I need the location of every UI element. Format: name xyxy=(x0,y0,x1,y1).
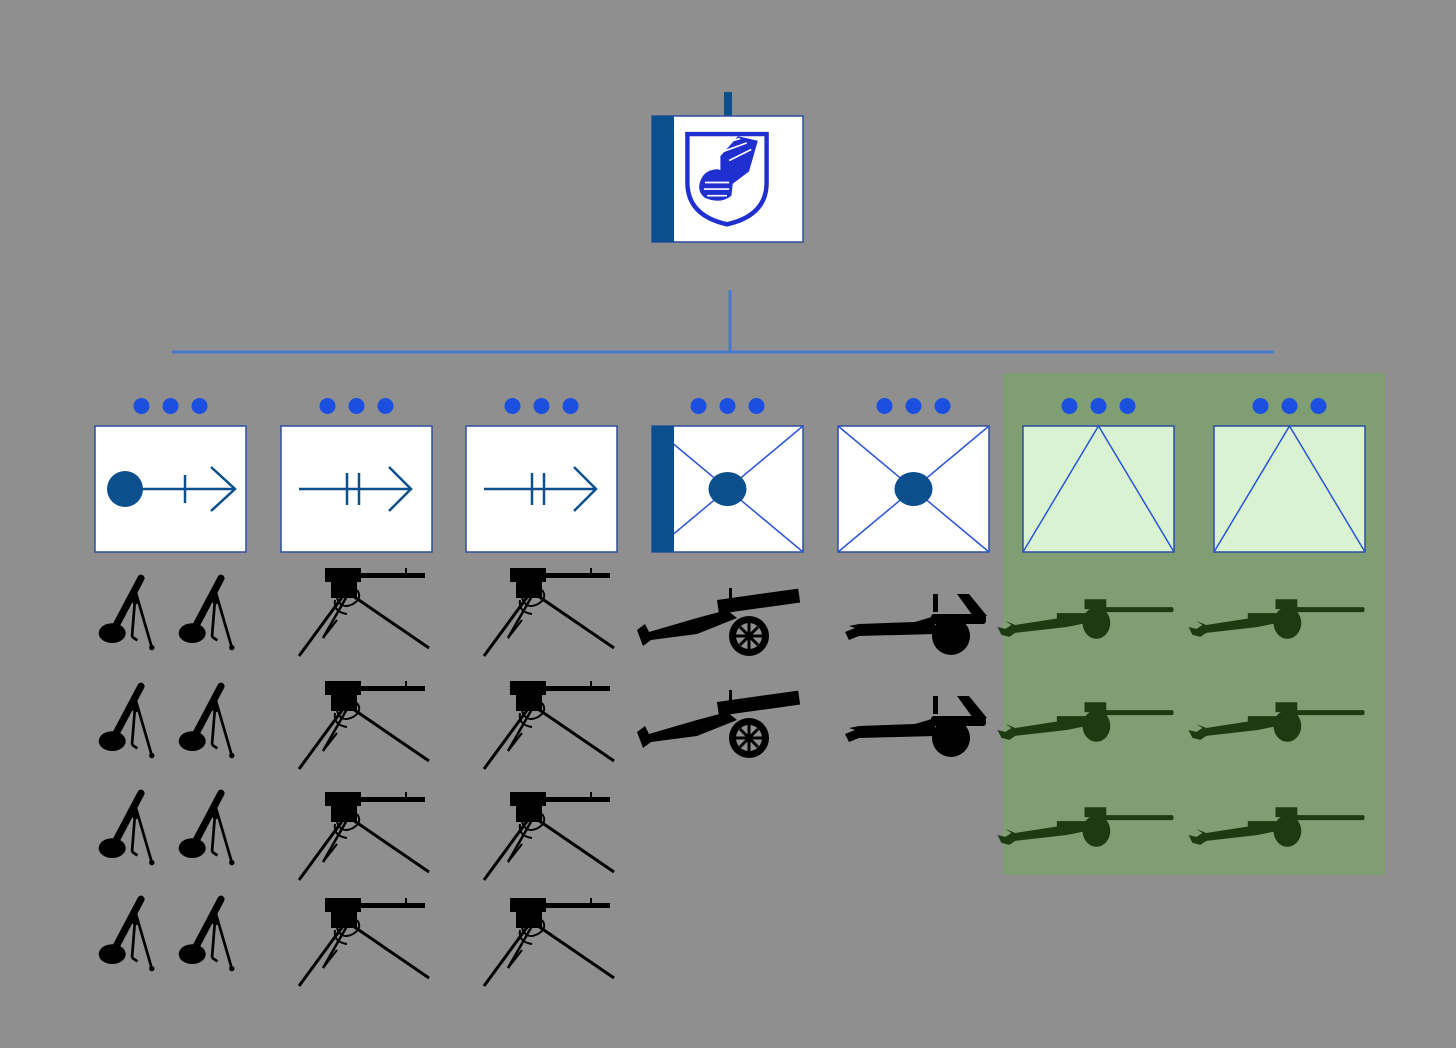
mortar-icon xyxy=(179,686,235,758)
mortar-icon xyxy=(99,899,155,971)
hq-echelon-bar xyxy=(724,92,732,116)
ig-symbol-circle xyxy=(708,472,747,506)
echelon-dot xyxy=(504,398,521,414)
echelon-dot xyxy=(748,398,765,414)
echelon-dot xyxy=(1310,398,1327,414)
unit-anti-tank-7[interactable] xyxy=(1188,398,1366,847)
echelon-dot xyxy=(934,398,951,414)
infantry-gun-icon xyxy=(637,690,802,760)
echelon-dot xyxy=(1252,398,1269,414)
machine-gun-icon xyxy=(297,792,431,882)
echelon-dot xyxy=(905,398,922,414)
unit-symbol-frame xyxy=(1022,425,1175,553)
machine-gun-icon xyxy=(297,568,431,658)
hq-staff-bar xyxy=(652,116,674,242)
machine-gun-icon xyxy=(482,568,616,658)
unit-symbol-frame xyxy=(1213,425,1366,553)
echelon-dot xyxy=(1119,398,1136,414)
echelon-dot xyxy=(1090,398,1107,414)
mortar-icon xyxy=(179,578,235,650)
mortar-icon xyxy=(179,899,235,971)
headquarters-unit[interactable] xyxy=(651,92,804,243)
echelon-dot xyxy=(719,398,736,414)
mortar-icon xyxy=(99,578,155,650)
machine-gun-icon xyxy=(297,681,431,771)
unit-infantry-gun-5[interactable] xyxy=(837,398,990,757)
echelon-dot xyxy=(162,398,179,414)
echelon-dot xyxy=(319,398,336,414)
echelon-dot xyxy=(377,398,394,414)
unit-anti-tank-6[interactable] xyxy=(997,398,1175,847)
mg-symbol-arrowhead xyxy=(573,466,598,512)
machine-gun-icon xyxy=(482,681,616,771)
unit-infantry-gun-4[interactable] xyxy=(637,398,804,760)
machine-gun-icon xyxy=(482,898,616,988)
echelon-dot xyxy=(876,398,893,414)
infantry-gun-icon xyxy=(637,588,802,658)
echelon-dot xyxy=(562,398,579,414)
armored-fist-shield-icon xyxy=(687,134,766,224)
unit-mortar-1[interactable] xyxy=(94,398,247,971)
mg-symbol-arrowhead xyxy=(388,466,413,512)
at-symbol-chevron xyxy=(1022,424,1175,553)
ig-symbol-circle xyxy=(894,472,933,506)
mortar-icon xyxy=(99,686,155,758)
connector-lines xyxy=(172,290,1274,354)
unit-staff-bar xyxy=(652,426,674,552)
echelon-dot xyxy=(133,398,150,414)
machine-gun-icon xyxy=(482,792,616,882)
echelon-dot xyxy=(191,398,208,414)
subordinate-units xyxy=(94,398,1366,988)
field-gun-icon xyxy=(845,696,987,757)
echelon-dot xyxy=(533,398,550,414)
unit-machine-gun-3[interactable] xyxy=(465,398,618,988)
field-gun-icon xyxy=(845,594,987,655)
echelon-dot xyxy=(690,398,707,414)
echelon-dot xyxy=(348,398,365,414)
echelon-dot xyxy=(1281,398,1298,414)
at-symbol-chevron xyxy=(1213,424,1366,553)
mortar-icon xyxy=(179,793,235,865)
mortar-symbol-arrowhead xyxy=(210,466,237,512)
unit-machine-gun-2[interactable] xyxy=(280,398,433,988)
mortar-icon xyxy=(99,793,155,865)
machine-gun-icon xyxy=(297,898,431,988)
echelon-dot xyxy=(1061,398,1078,414)
